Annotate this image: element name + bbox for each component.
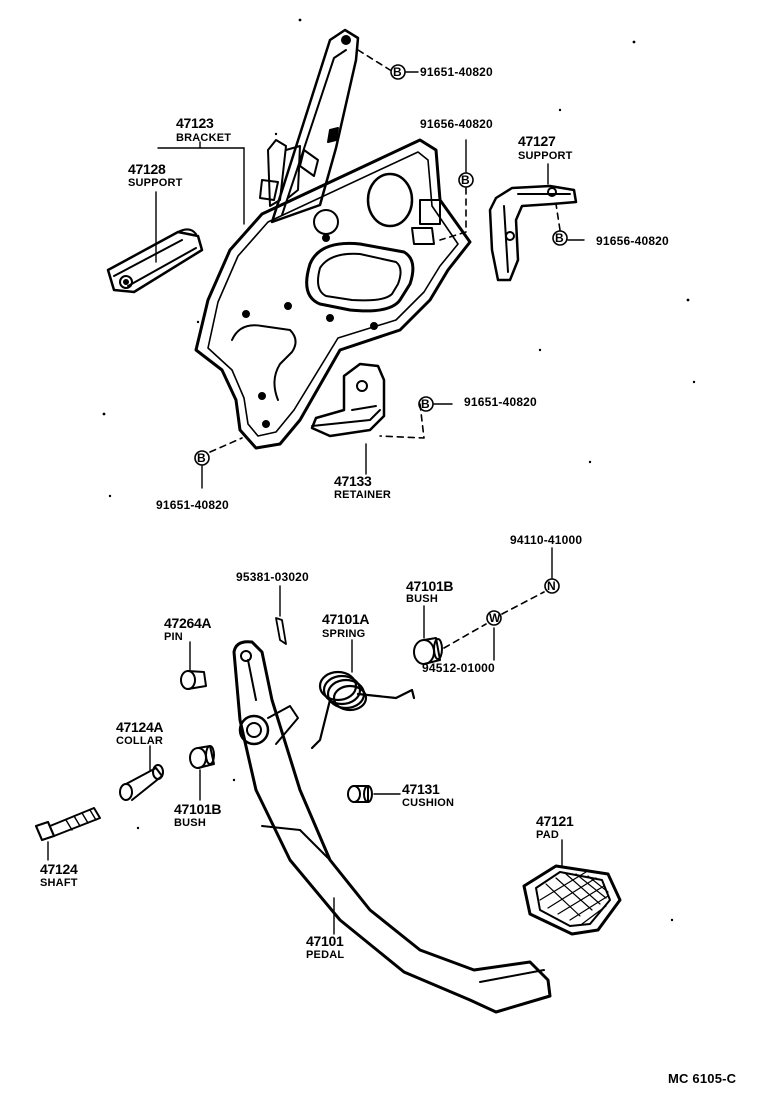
retainer [310,362,386,438]
callout-c20-name: SHAFT [40,877,78,889]
callout-c08-name: RETAINER [334,489,392,501]
callout-c07-number: 91651-40820 [464,395,537,409]
pedal-arm [232,640,552,1014]
collar [119,764,164,801]
bush-left [189,745,215,769]
callout-c02-name: BRACKET [176,132,232,144]
bush-right [413,637,443,665]
callout-c05-number: 47127 [518,133,556,149]
callout-c14-number: 47101A [322,611,370,627]
callout-c02-number: 47123 [176,115,214,131]
callout-c18-name: BUSH [174,817,206,829]
callout-c16-number: 47124A [116,719,164,735]
dashed-leaders-top [209,49,561,453]
callout-c21-number: 47101 [306,933,344,949]
leaders-top [155,71,585,489]
marker-bolt-c09: B [197,451,206,465]
print-specks [102,18,696,922]
callout-c12-number: 47101B [406,578,454,594]
callout-c19-number: 47121 [536,813,574,829]
callout-c11-number: 95381-03020 [236,570,309,584]
marker-bolt-c07: B [421,397,430,411]
marker-bolt-c06: B [555,231,564,245]
leaders-bottom [47,547,563,935]
callout-c19-name: PAD [536,829,560,841]
pedal-boss [238,705,299,746]
callout-c15-number: 94512-01000 [422,661,495,675]
callout-c03-number: 47128 [128,161,166,177]
callout-c12-name: BUSH [406,593,438,605]
clevis-pin [180,670,207,690]
callout-c08-number: 47133 [334,473,372,489]
callout-c05-name: SUPPORT [518,150,573,162]
bracket-plate [194,138,472,450]
marker-nut-c10: N [547,579,556,593]
pad-grip-pattern [539,871,609,925]
support-left [106,228,204,294]
marker-bolt-c01: B [393,65,402,79]
washer-nut-markers [486,578,560,626]
callout-c16-name: COLLAR [116,735,164,747]
callout-c13-number: 47264A [164,615,212,631]
callout-c01-number: 91651-40820 [420,65,493,79]
pedal-pad [522,864,622,936]
callout-c21-name: PEDAL [306,949,345,961]
split-pin [275,617,287,645]
upper-spring-clip [259,139,301,207]
callout-c09-number: 91651-40820 [156,498,229,512]
shaft [34,807,101,842]
callout-c04-number: 91656-40820 [420,117,493,131]
callout-c03-name: SUPPORT [128,177,183,189]
support-right [488,184,578,282]
marker-washer-c15: W [489,611,501,625]
callout-c10-number: 94110-41000 [510,533,583,547]
callout-c17-number: 47131 [402,781,440,797]
dashed-leaders-bottom [443,591,545,649]
diagram-footer-code: MC 6105-C [668,1071,737,1086]
cushion [347,785,373,803]
callout-c20-number: 47124 [40,861,78,877]
upper-lever-arm [270,28,360,224]
callout-c18-number: 47101B [174,801,222,817]
bolt-markers [194,64,568,466]
return-spring [310,670,416,750]
callout-c13-name: PIN [164,631,183,643]
marker-bolt-c04: B [461,173,470,187]
callout-c17-name: CUSHION [402,797,455,809]
callout-c14-name: SPRING [322,628,366,640]
callout-c06-number: 91656-40820 [596,234,669,248]
